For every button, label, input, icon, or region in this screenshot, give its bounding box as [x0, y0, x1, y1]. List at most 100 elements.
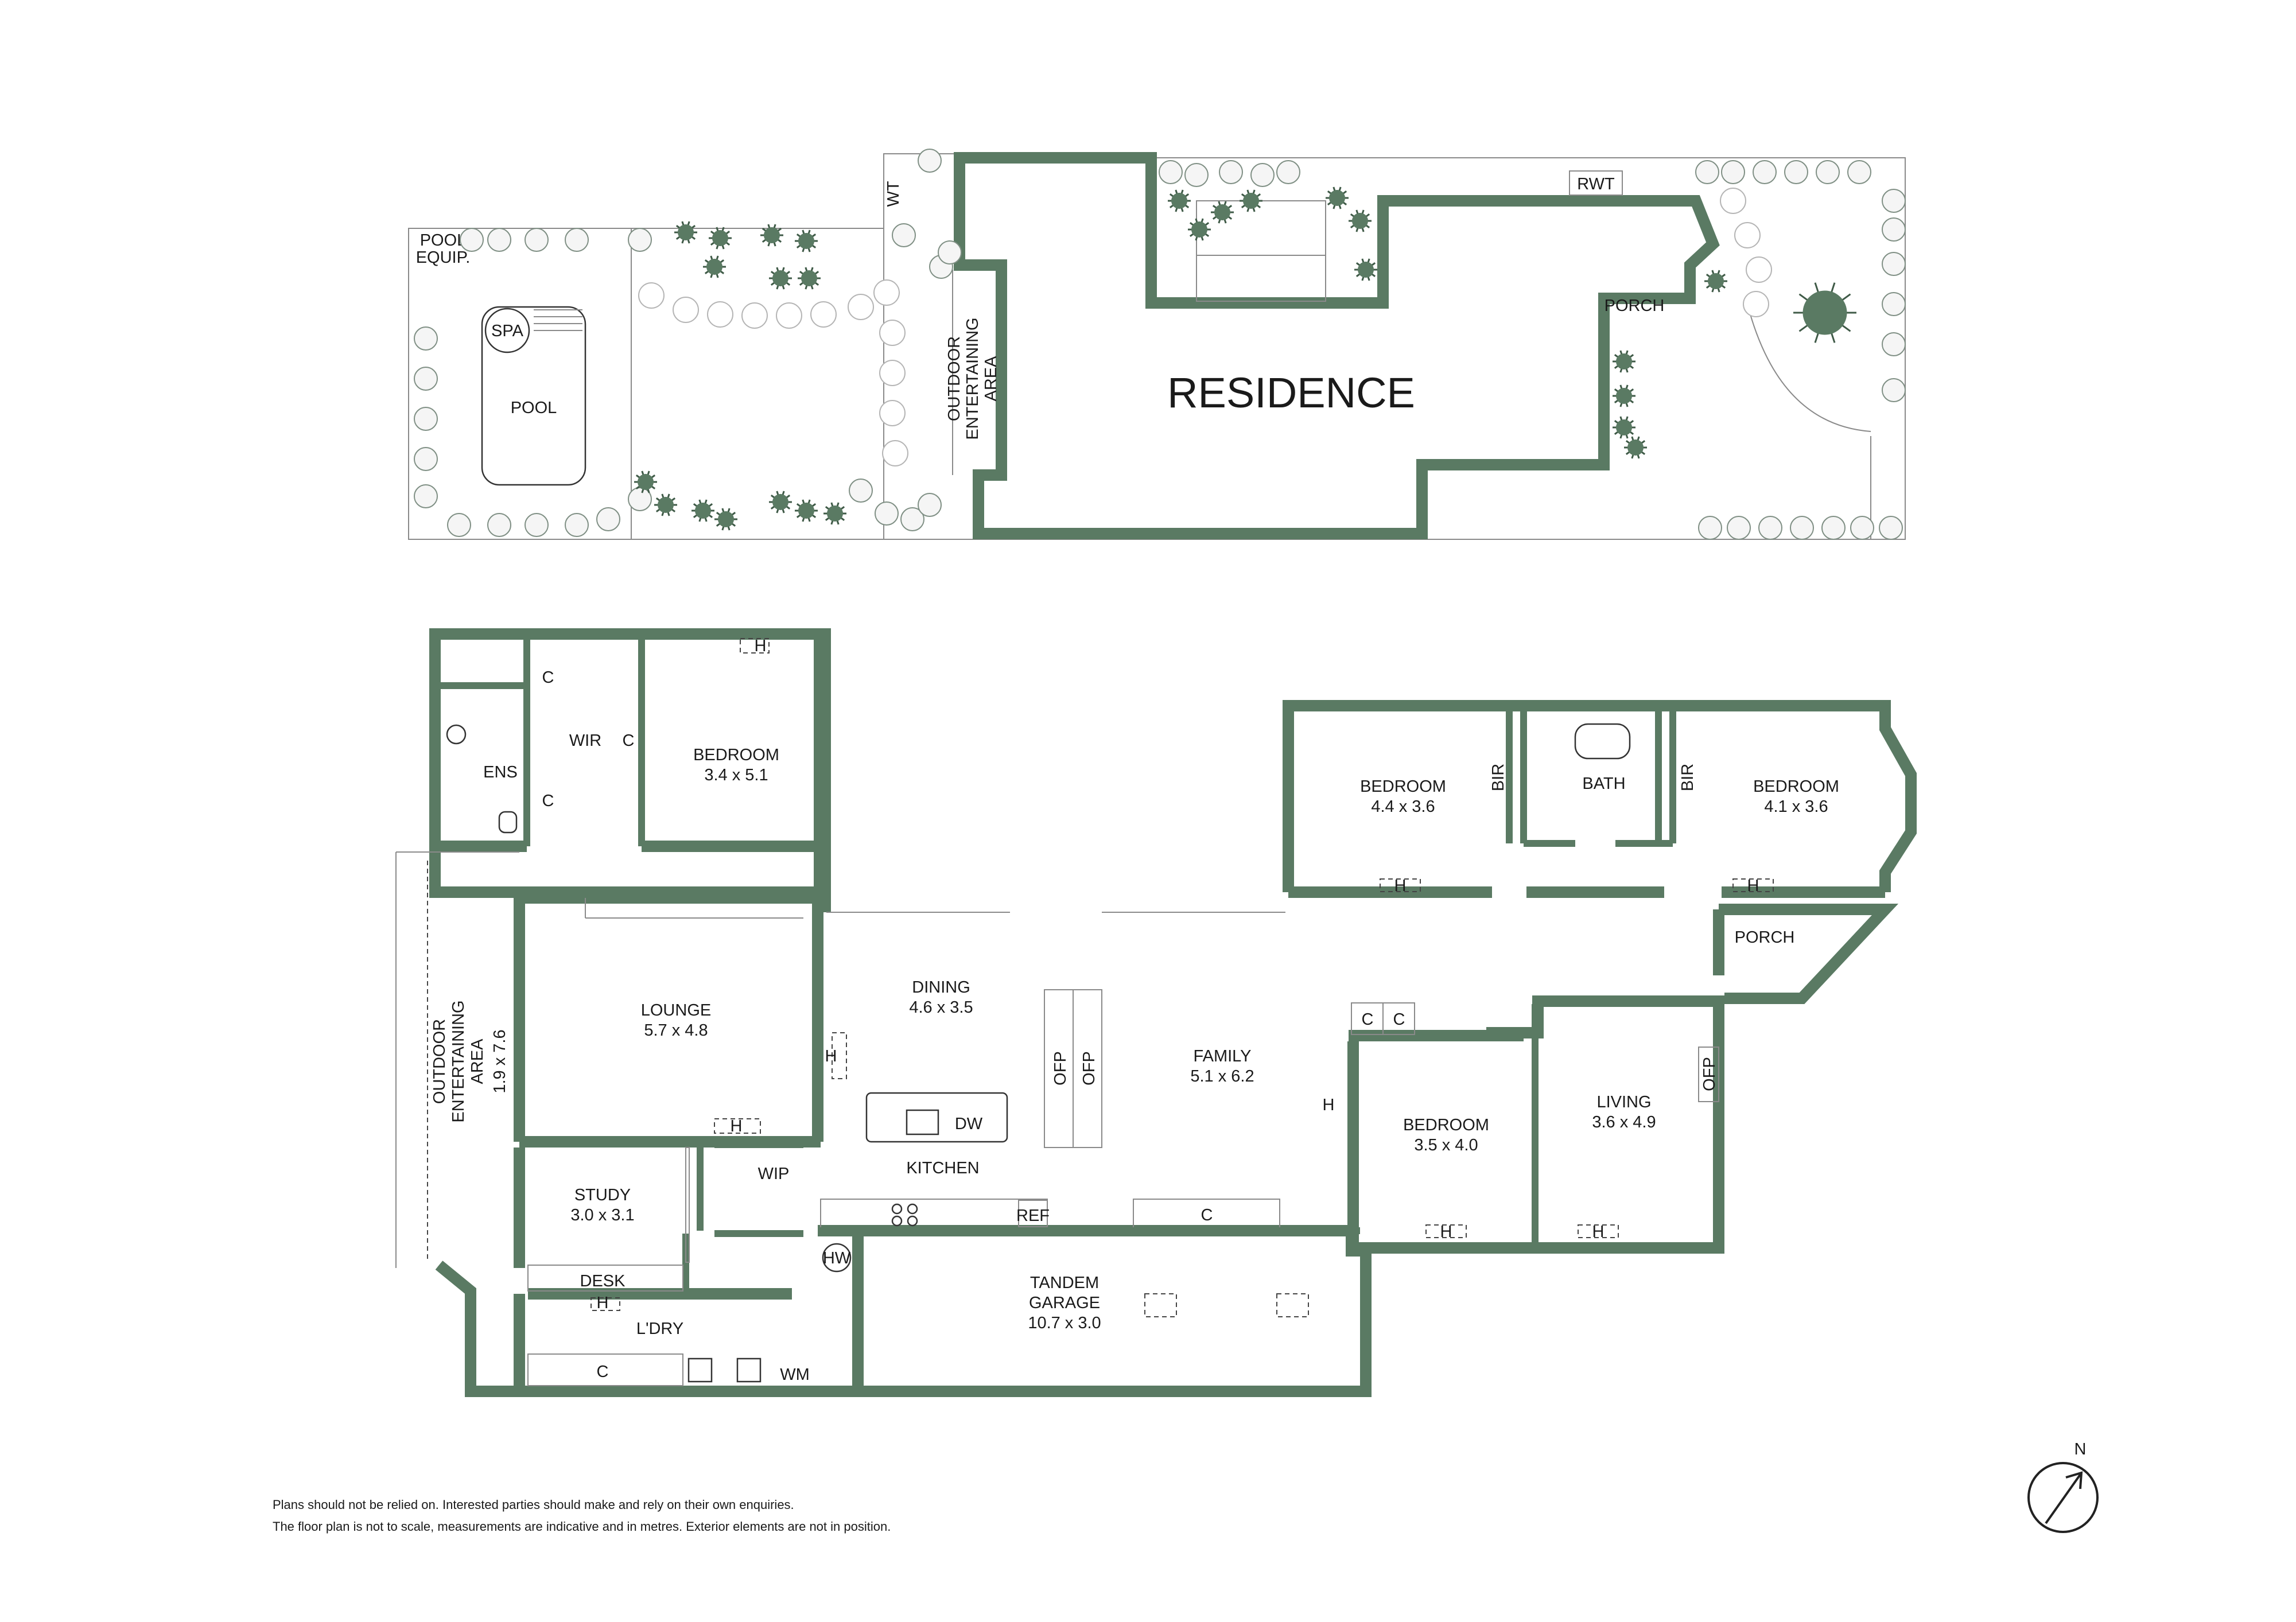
- ground-floor-plan: C WIR C C ENS BEDROOM 3.4 x 5.1 H LOUNGE…: [395, 628, 1917, 1397]
- palm-shrub: [1168, 189, 1191, 212]
- site-outdoor-label-1: OUTDOOR: [945, 336, 964, 421]
- living-h: H: [1592, 1223, 1605, 1241]
- bedroom-1-h: H: [755, 637, 767, 655]
- stepping-stone: [1746, 256, 1772, 283]
- shrub: [447, 513, 471, 537]
- palm-shrub: [654, 493, 677, 516]
- spa-outline: [484, 308, 530, 353]
- lounge-h: H: [731, 1117, 743, 1135]
- kitchen-bench: [820, 1199, 1048, 1228]
- palm-shrub: [634, 470, 657, 493]
- north-label: N: [2074, 1440, 2087, 1458]
- bedroom-4-size: 3.5 x 4.0: [1414, 1136, 1478, 1154]
- bedroom-3-name: BEDROOM: [1753, 777, 1839, 796]
- shrub: [1784, 160, 1808, 184]
- palm-shrub: [703, 255, 726, 278]
- wir-c-label-1: C: [542, 668, 554, 687]
- palm-shrub: [798, 267, 821, 290]
- wip-label: WIP: [758, 1165, 790, 1183]
- shrub: [414, 484, 438, 508]
- shrub: [628, 228, 652, 252]
- shrub: [628, 487, 652, 511]
- stepping-stone: [879, 320, 906, 346]
- bath-label: BATH: [1582, 775, 1625, 793]
- site-outdoor-label-3: AREA: [982, 356, 1000, 402]
- shrub: [1882, 217, 1906, 242]
- rwt-label: RWT: [1577, 175, 1615, 193]
- living-name: LIVING: [1596, 1093, 1651, 1111]
- palm-shrub: [714, 508, 737, 531]
- palm-shrub: [760, 224, 783, 247]
- shrub: [1882, 378, 1906, 402]
- shrub: [1882, 252, 1906, 276]
- desk-label: DESK: [580, 1272, 626, 1290]
- shrub: [1276, 160, 1300, 184]
- stepping-stone: [1720, 188, 1746, 214]
- pool-steps: [534, 309, 582, 331]
- stepping-stone: [707, 301, 733, 328]
- wir-c-label-2: C: [623, 732, 635, 750]
- shrub: [596, 507, 620, 531]
- shrub: [1790, 516, 1814, 540]
- palm-shrub: [1349, 209, 1372, 232]
- palm-shrub: [769, 267, 792, 290]
- shrub: [1847, 160, 1871, 184]
- compass-arrow: [2045, 1473, 2081, 1524]
- shrub: [414, 447, 438, 471]
- bedroom-1-name: BEDROOM: [693, 746, 779, 764]
- residence-label: RESIDENCE: [1167, 369, 1415, 417]
- palms: [634, 186, 1856, 531]
- shrub: [1695, 160, 1719, 184]
- shrub: [1727, 516, 1751, 540]
- spa-label: SPA: [491, 322, 524, 340]
- shrub: [487, 228, 511, 252]
- bedroom-2-name: BEDROOM: [1360, 777, 1446, 796]
- dining-h: H: [825, 1047, 837, 1065]
- bedroom-2-size: 4.4 x 3.6: [1371, 798, 1435, 816]
- shrub: [1879, 516, 1903, 540]
- dining-heater: [832, 1032, 847, 1079]
- study-name: STUDY: [574, 1186, 631, 1204]
- bedroom-1-heater: [740, 638, 770, 654]
- bed4-c-label-1: C: [1362, 1010, 1374, 1029]
- palm-shrub: [795, 499, 818, 522]
- bedroom-3-h: H: [1747, 877, 1759, 895]
- palm-shrub: [1704, 270, 1727, 293]
- bedroom-2-h: H: [1394, 877, 1407, 895]
- shrub: [1882, 292, 1906, 316]
- palm-shrub: [1613, 384, 1635, 407]
- stepping-stone: [810, 301, 837, 328]
- dining-name: DINING: [912, 978, 970, 997]
- shrub: [918, 149, 942, 173]
- outdoor-label-2: ENTERTAINING: [449, 1000, 468, 1122]
- shrub: [1159, 160, 1183, 184]
- dw-label: DW: [955, 1115, 983, 1133]
- shrub: [900, 507, 924, 531]
- dining-size: 4.6 x 3.5: [909, 998, 973, 1017]
- study-size: 3.0 x 3.1: [570, 1206, 634, 1224]
- stepping-stone: [673, 297, 699, 323]
- shrub: [1184, 163, 1209, 187]
- wall-porch: [1713, 904, 1899, 1004]
- palm-shrub: [1354, 258, 1377, 281]
- garage-label-2: GARAGE: [1029, 1294, 1100, 1312]
- shrub: [1698, 516, 1722, 540]
- stepping-stones: [638, 188, 1772, 466]
- bed4-c-label-2: C: [1393, 1010, 1405, 1029]
- lounge-size: 5.7 x 4.8: [644, 1021, 708, 1040]
- ens-basin: [446, 724, 467, 745]
- shrub: [565, 228, 589, 252]
- shrub: [938, 240, 962, 265]
- shrub: [525, 228, 549, 252]
- kitchen-label: KITCHEN: [906, 1159, 979, 1177]
- family-size: 5.1 x 6.2: [1190, 1067, 1254, 1086]
- rwt-tank: [1569, 170, 1623, 196]
- wall-south: [435, 1225, 1372, 1397]
- shrub: [1821, 516, 1846, 540]
- outdoor-label-1: OUTDOOR: [430, 1019, 449, 1104]
- ldry-label: L'DRY: [636, 1320, 683, 1338]
- compass-circle: [2027, 1462, 2099, 1533]
- palm-shrub: [1613, 350, 1635, 373]
- site-plan: SPA POOL POOL EQUIP. WT OUTDOOR ENTERTAI…: [408, 149, 1906, 540]
